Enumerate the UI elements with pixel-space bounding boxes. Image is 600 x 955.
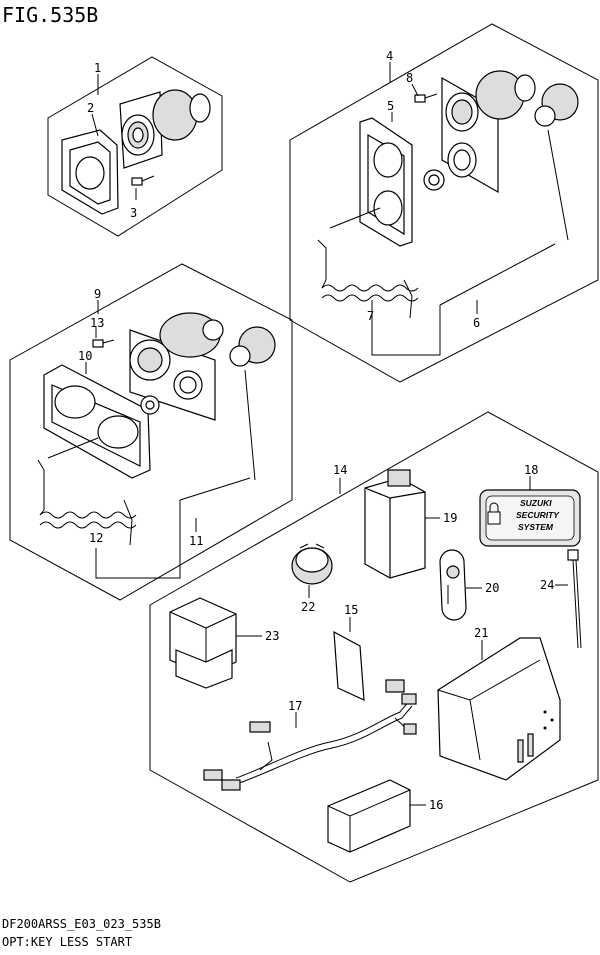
part-19-module [364,469,426,579]
group-14: 14 19 SUZUKI SECURITY SYSTEM 18 [149,411,599,883]
part-12-lanyard-cord [37,437,137,546]
callout-3: 3 [130,206,137,220]
part-23-switch-block [169,597,237,689]
part-15-card [333,630,365,701]
figure-title: FIG.535B [2,3,98,27]
callout-2: 2 [87,101,94,115]
part-7-lanyard-cord [317,207,419,319]
part-5-bezel [359,117,413,247]
callout-15: 15 [344,603,358,617]
footer-caption: OPT:KEY LESS START [2,935,132,949]
callout-4: 4 [386,49,393,63]
callout-17: 17 [288,699,302,713]
part-22-sensor [291,543,333,585]
group-4-frame [289,23,599,383]
part-8-screw [414,93,438,103]
callout-7: 7 [367,309,374,323]
part-18-security-badge: SUZUKI SECURITY SYSTEM [479,489,581,547]
callout-20: 20 [485,581,499,595]
callout-12: 12 [89,531,103,545]
part-9-knob [229,326,276,481]
part-1-switch [119,89,211,169]
part-17-wire-harness [203,679,417,791]
footer-code: DF200ARSS_E03_023_535B [2,917,161,931]
callout-14: 14 [333,463,347,477]
group-1-frame [47,56,223,237]
callout-8: 8 [406,71,413,85]
part-3-screw [131,175,155,186]
part-10-bezel [43,364,151,479]
part-13-screw [92,339,115,348]
callout-10: 10 [78,349,92,363]
group-9: 9 13 10 12 11 [9,263,293,601]
part-4-switch-plate [441,70,536,194]
callout-9: 9 [94,287,101,301]
callout-24: 24 [540,578,554,592]
callout-22: 22 [301,600,315,614]
part-16-cover [327,779,411,853]
callout-23: 23 [265,629,279,643]
callout-18: 18 [524,463,538,477]
callout-1: 1 [94,61,101,75]
badge-line-1: SUZUKI [520,498,552,508]
part-2-bezel [61,129,119,215]
callout-21: 21 [474,626,488,640]
part-24-cable-tie [567,549,582,649]
badge-line-3: SYSTEM [518,522,554,532]
callout-6: 6 [473,316,480,330]
callout-16: 16 [429,798,443,812]
group-9-frame [9,263,293,601]
part-4-knob [534,83,579,241]
lock-icon [487,511,501,525]
callout-11: 11 [189,534,203,548]
callout-5: 5 [387,99,394,113]
callout-19: 19 [443,511,457,525]
group-4: 4 8 5 7 6 [289,23,599,383]
badge-line-2: SECURITY [516,510,560,520]
group-1: 1 2 3 [47,56,223,237]
group-14-frame [149,411,599,883]
part-20-key-fob [439,549,467,621]
part-21-bracket [437,637,561,781]
callout-13: 13 [90,316,104,330]
